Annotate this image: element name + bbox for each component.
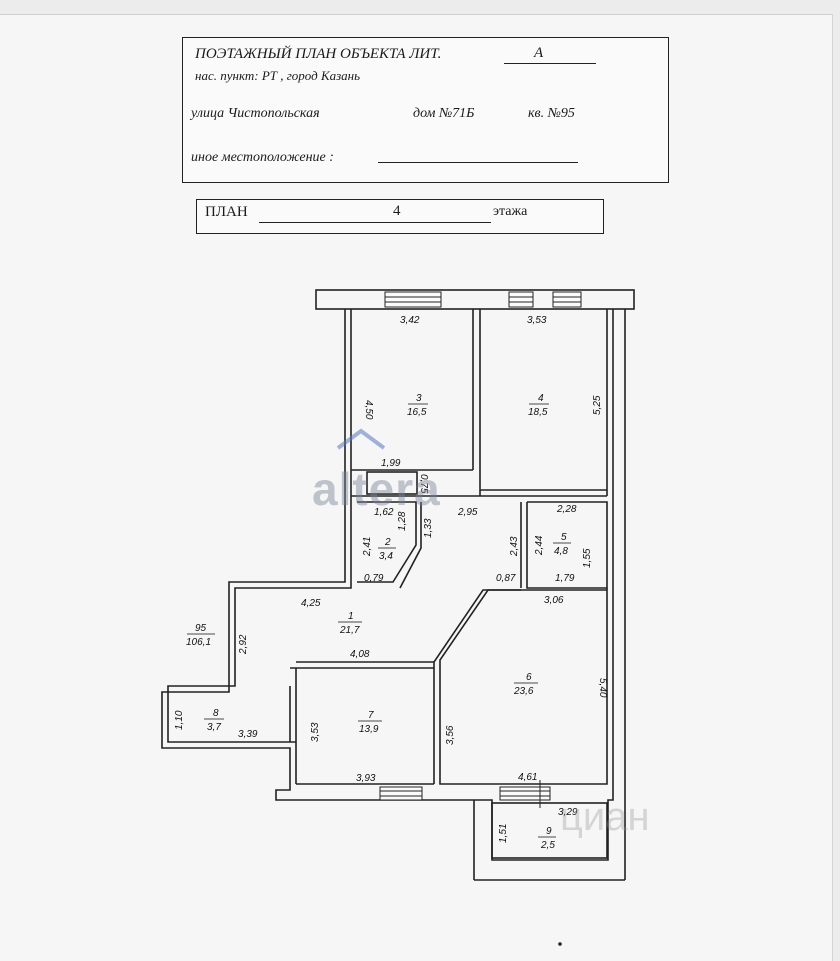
room-4-label: 4 18,5	[528, 393, 549, 418]
dim-label: 3,53	[310, 722, 321, 742]
header-box: ПОЭТАЖНЫЙ ПЛАН ОБЪЕКТА ЛИТ. А нас. пункт…	[182, 37, 669, 183]
dim-label: 1,55	[582, 548, 593, 568]
room-2-label: 2 3,4	[378, 537, 396, 562]
dim-label: 4,50	[363, 400, 374, 420]
svg-text:13,9: 13,9	[359, 724, 379, 735]
room-5-label: 5 4,8	[553, 532, 571, 557]
header-title: ПОЭТАЖНЫЙ ПЛАН ОБЪЕКТА ЛИТ.	[195, 46, 442, 62]
lit-underline	[504, 63, 596, 64]
svg-text:2,5: 2,5	[540, 840, 555, 851]
balcony-top	[315, 289, 635, 310]
floor-number: 4	[393, 203, 401, 219]
dim-label: 0,87	[496, 573, 516, 584]
svg-text:9: 9	[546, 826, 552, 837]
floor-underline	[259, 222, 491, 223]
dim-label: 3,56	[445, 725, 456, 745]
svg-text:3,7: 3,7	[207, 722, 221, 733]
svg-text:3: 3	[416, 393, 422, 404]
dimension-labels: 3,42 3,53 4,50 5,25 1,99 0,75 1,62 1,28 …	[174, 315, 608, 843]
dim-label: 5,25	[592, 395, 603, 415]
svg-text:7: 7	[368, 710, 374, 721]
svg-text:8: 8	[213, 708, 219, 719]
dim-label: 1,33	[423, 518, 434, 538]
svg-text:3,4: 3,4	[379, 551, 393, 562]
house-number: дом №71Б	[413, 106, 475, 121]
dim-label: 1,51	[498, 824, 509, 843]
svg-text:106,1: 106,1	[186, 637, 211, 648]
svg-text:2: 2	[384, 537, 391, 548]
dim-label: 3,53	[527, 315, 547, 326]
room-labels: 3 16,5 4 18,5 2 3,4 5 4,8 1 21,7 6 23,6	[186, 393, 571, 851]
svg-text:23,6: 23,6	[513, 686, 534, 697]
room-7-label: 7 13,9	[358, 710, 382, 735]
floor-prefix: ПЛАН	[205, 204, 248, 220]
dim-label: 1,62	[374, 507, 394, 518]
total-area-label: 95 106,1	[186, 623, 215, 648]
svg-text:21,7: 21,7	[339, 625, 360, 636]
floor-suffix: этажа	[493, 204, 528, 219]
svg-text:6: 6	[526, 672, 532, 683]
dim-label: 0,75	[418, 474, 429, 494]
other-location-label: иное местоположение :	[191, 150, 334, 165]
locality: нас. пункт: РТ , город Казань	[195, 68, 361, 83]
dim-label: 1,10	[174, 710, 185, 730]
dim-label: 5,40	[597, 678, 608, 698]
watermark-tail: циан	[560, 795, 650, 839]
svg-text:95: 95	[195, 623, 207, 634]
apartment-number: кв. №95	[528, 106, 575, 121]
dim-label: 2,41	[362, 537, 373, 557]
dim-label: 1,79	[555, 573, 575, 584]
dim-label: 3,39	[238, 729, 258, 740]
svg-text:1: 1	[348, 611, 354, 622]
dim-label: 2,44	[534, 535, 545, 556]
room-6-label: 6 23,6	[513, 672, 538, 697]
room-1-label: 1 21,7	[338, 611, 362, 636]
lit-value: А	[534, 45, 544, 61]
floor-box: ПЛАН 4 этажа	[196, 199, 604, 234]
dim-label: 1,99	[381, 458, 401, 469]
svg-text:18,5: 18,5	[528, 407, 548, 418]
outer-wall	[161, 309, 614, 861]
dim-label: 4,61	[518, 772, 537, 783]
dim-label: 3,29	[558, 807, 578, 818]
watermark-roof-icon	[336, 428, 386, 450]
svg-text:5: 5	[561, 532, 567, 543]
dim-label: 1,28	[397, 511, 408, 531]
svg-text:4: 4	[538, 393, 544, 404]
dim-label: 2,92	[238, 634, 249, 655]
other-location-line	[378, 162, 578, 163]
dim-label: 2,28	[556, 504, 577, 515]
dim-label: 3,06	[544, 595, 564, 606]
svg-text:16,5: 16,5	[407, 407, 427, 418]
svg-text:4,8: 4,8	[554, 546, 568, 557]
room-9-label: 9 2,5	[538, 826, 556, 851]
dim-label: 0,79	[364, 573, 384, 584]
dim-label: 3,42	[400, 315, 420, 326]
dim-label: 3,93	[356, 773, 376, 784]
street: улица Чистопольская	[191, 106, 320, 121]
watermark-brand: altera	[312, 463, 441, 515]
dim-label: 2,43	[509, 536, 520, 557]
room-3-label: 3 16,5	[407, 393, 428, 418]
room-8-label: 8 3,7	[204, 708, 224, 733]
dim-label: 2,95	[457, 507, 478, 518]
dim-label: 4,08	[350, 649, 370, 660]
dim-label: 4,25	[301, 598, 321, 609]
